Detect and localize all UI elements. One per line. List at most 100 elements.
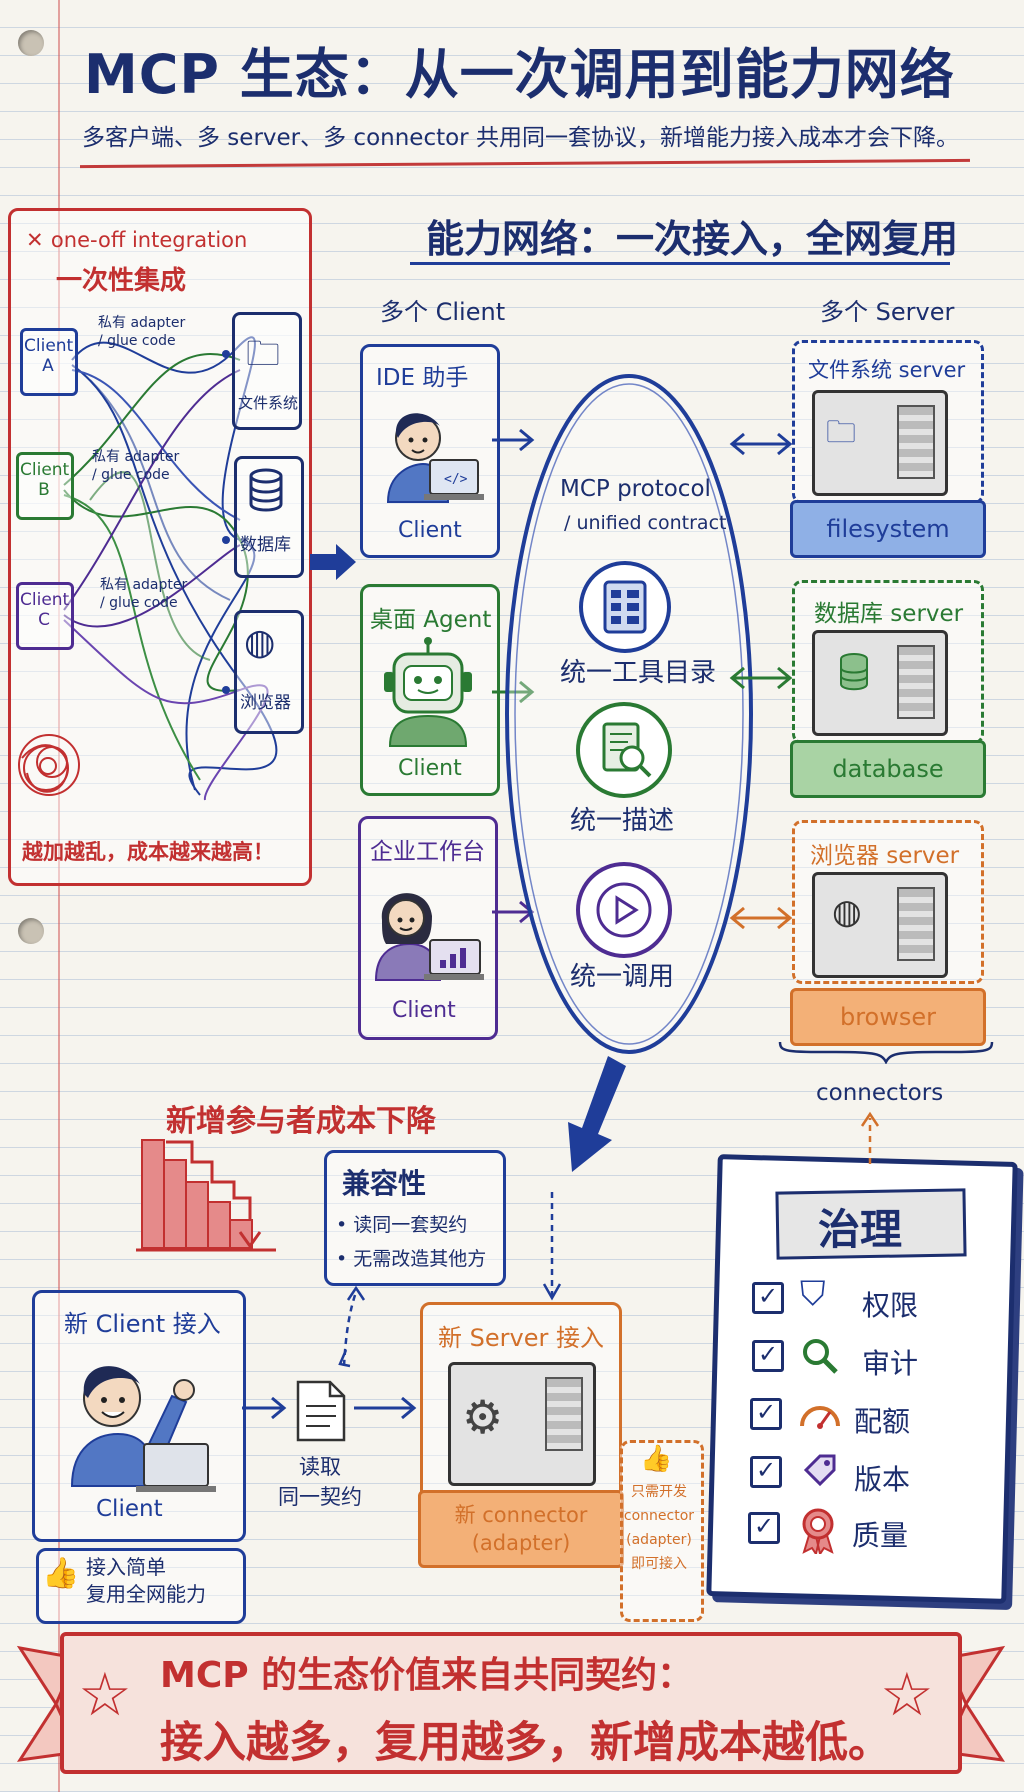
client-a-box — [20, 328, 78, 396]
client-c-label: Client C — [20, 590, 70, 630]
browser-server-icon — [812, 872, 948, 978]
database-server-icon — [812, 630, 948, 736]
server-browser-name: 浏览器 server — [810, 843, 960, 869]
declining-cost-chart-icon — [136, 1139, 276, 1252]
filesystem-ribbon: filesystem — [790, 500, 986, 558]
shield-icon: ⛉ — [800, 1274, 826, 1314]
new-client-label: Client — [96, 1496, 163, 1522]
gear-icon: ⚙ — [462, 1390, 504, 1444]
one-off-header-en: ✕ one-off integration — [26, 228, 248, 252]
page-title: MCP 生态：从一次调用到能力网络 — [84, 43, 955, 106]
cross-icon: ✕ — [26, 228, 51, 252]
database-ribbon: database — [790, 740, 986, 798]
client-c-box — [16, 582, 74, 650]
cost-title: 新增参与者成本下降 — [166, 1104, 436, 1139]
new-server-icon — [448, 1362, 596, 1486]
connector-only-note — [620, 1440, 704, 1622]
read-contract-label: 读取 同一契约 — [278, 1455, 362, 1509]
client-enterprise-workbench-name: 企业工作台 — [370, 839, 485, 865]
quality-checkbox: ✓ — [748, 1512, 780, 1544]
client-a-label: Client A — [24, 336, 74, 376]
governance-item-quota: 配额 — [854, 1405, 911, 1438]
description-search-icon — [576, 702, 672, 798]
star-icon-right: ☆ — [880, 1660, 934, 1730]
target-browser-box — [234, 610, 304, 734]
quota-checkbox: ✓ — [750, 1398, 782, 1430]
gauge-icon — [800, 1406, 840, 1429]
magnifier-icon — [803, 1339, 838, 1374]
new-connector-ribbon: 新 connector (adapter) — [418, 1490, 624, 1568]
flow-arrow-right-icon — [310, 544, 356, 580]
folder-icon: 🗀 — [246, 334, 280, 374]
compatibility-item-1: • 读同一套契约 — [336, 1214, 468, 1236]
audit-checkbox: ✓ — [752, 1340, 784, 1372]
tangle-scribble-icon — [18, 734, 80, 796]
connector-only-text: 只需开发 connector (adapter) 即可接入 — [623, 1484, 695, 1572]
network-title-underline — [410, 262, 950, 265]
banner-line-2: 接入越多，复用越多，新增成本越低。 — [160, 1718, 891, 1768]
client-b-label: Client B — [20, 460, 70, 500]
page-subtitle: 多客户端、多 server、多 connector 共用同一套协议，新增能力接入… — [82, 125, 959, 151]
governance-item-audit: 审计 — [862, 1347, 919, 1380]
new-connector-text: 新 connector (adapter) — [454, 1503, 588, 1555]
invoke-play-icon — [576, 862, 672, 958]
governance-title: 治理 — [818, 1205, 903, 1254]
server-database-icon — [840, 653, 868, 691]
governance-upward-arrow — [860, 1111, 880, 1164]
thumbs-up-icon: 👍 — [42, 1556, 80, 1591]
target-database-box — [234, 456, 304, 578]
new-client-title: 新 Client 接入 — [64, 1310, 221, 1338]
adapter-note-a: 私有 adapter / glue code — [98, 315, 186, 349]
new-server-title: 新 Server 接入 — [438, 1324, 604, 1352]
target-browser-label: 浏览器 — [240, 693, 291, 713]
server-globe-icon: ◍ — [832, 892, 862, 932]
network-title: 能力网络：一次接入，全网复用 — [426, 217, 959, 261]
connectors-brace — [778, 1041, 994, 1064]
contract-document-icon — [296, 1380, 346, 1442]
protocol-title: MCP protocol — [560, 476, 711, 502]
office-worker-avatar-icon — [374, 893, 484, 981]
target-database-label: 数据库 — [240, 535, 291, 555]
note-thumbs-up-icon: 👍 — [640, 1444, 673, 1474]
client-desktop-agent-label: Client — [398, 756, 462, 781]
developer-avatar-icon: </> — [386, 413, 484, 503]
filesystem-server-icon — [812, 390, 948, 496]
client-b-box — [16, 452, 74, 520]
tool-catalog-icon — [579, 561, 671, 653]
tag-icon — [803, 1454, 836, 1487]
easy-access-note — [36, 1548, 246, 1624]
adapter-note-b: 私有 adapter / glue code — [92, 449, 180, 483]
dashed-connector-arrows — [338, 1192, 562, 1368]
protocol-subtitle: / unified contract — [564, 512, 727, 534]
server-database-name: 数据库 server — [814, 601, 964, 627]
clients-header: 多个 Client — [380, 298, 506, 326]
easy-access-text: 接入简单 复用全网能力 — [86, 1555, 206, 1606]
target-filesystem-box — [232, 312, 302, 430]
protocol-item-description: 统一描述 — [570, 806, 675, 836]
new-client-card — [32, 1290, 246, 1542]
governance-item-version: 版本 — [854, 1463, 911, 1496]
flow-arrow-down-icon — [568, 1056, 626, 1172]
binder-hole-top — [18, 30, 44, 56]
connectors-label: connectors — [816, 1080, 944, 1106]
compatibility-title: 兼容性 — [342, 1167, 427, 1200]
permission-checkbox: ✓ — [752, 1282, 784, 1314]
client-enterprise-workbench-label: Client — [392, 998, 456, 1023]
binder-hole-middle — [18, 918, 44, 944]
governance-item-quality: 质量 — [852, 1519, 909, 1552]
protocol-item-catalog: 统一工具目录 — [560, 658, 717, 688]
left-footer: 越加越乱，成本越来越高！ — [22, 840, 274, 864]
version-checkbox: ✓ — [750, 1456, 782, 1488]
one-off-header-zh: 一次性集成 — [56, 266, 187, 296]
read-contract-arrows — [242, 1396, 417, 1420]
client-ide-assistant-name: IDE 助手 — [376, 365, 469, 391]
star-icon-left: ☆ — [78, 1660, 132, 1730]
compatibility-box — [324, 1150, 506, 1286]
compatibility-item-2: • 无需改造其他方 — [336, 1248, 487, 1270]
adapter-note-c: 私有 adapter / glue code — [100, 577, 188, 611]
globe-icon: ◍ — [244, 622, 276, 663]
client-desktop-agent-name: 桌面 Agent — [370, 607, 492, 633]
server-filesystem-name: 文件系统 server — [808, 358, 966, 382]
robot-avatar-icon — [384, 637, 472, 747]
server-folder-icon: 🗀 — [826, 415, 856, 450]
